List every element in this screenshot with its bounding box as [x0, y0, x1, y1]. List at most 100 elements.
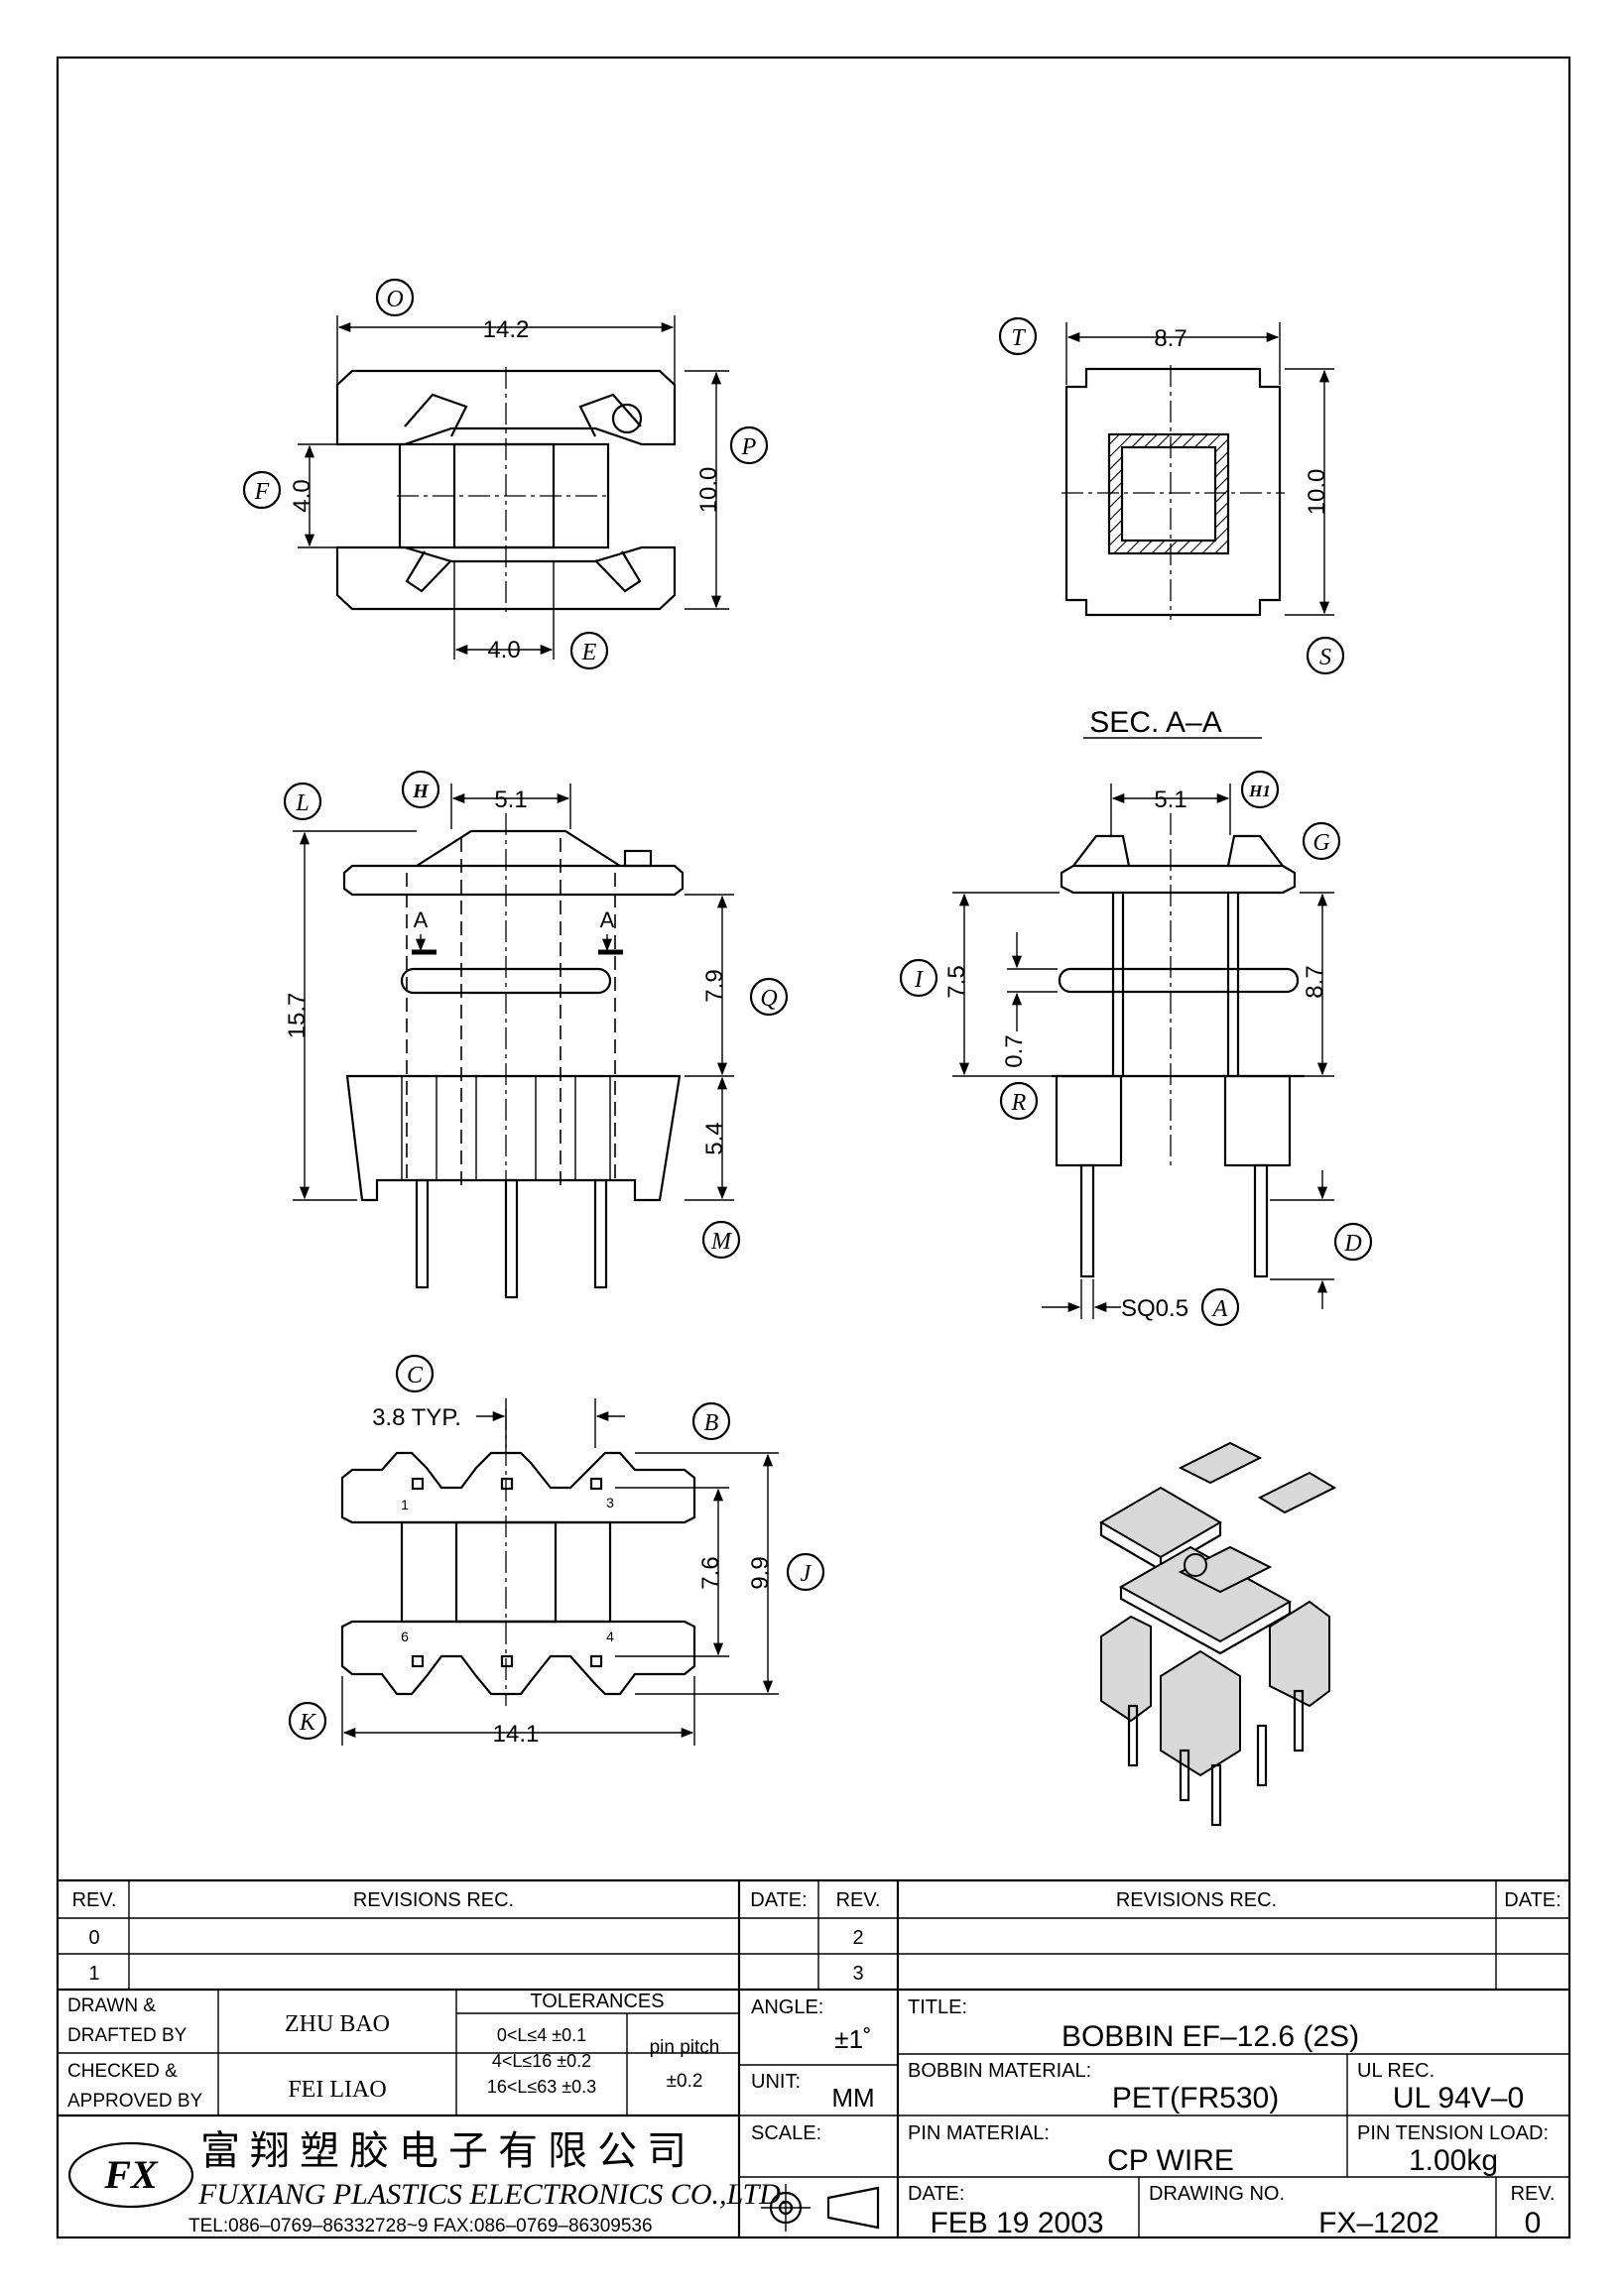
pin-number-4: 4: [606, 1629, 614, 1644]
front-view: A A 5.1 15.7 7.9 5.4 L H Q M: [283, 770, 789, 1299]
iso-base-center: [1160, 1649, 1241, 1777]
polarity-hole: [611, 403, 643, 434]
rev-label: REV.: [1511, 2183, 1556, 2205]
title-block: REV. REVISIONS REC. DATE: REV. REVISIONS…: [58, 1878, 1569, 2239]
pin-material-value: CP WIRE: [1107, 2144, 1234, 2177]
date-header-left: DATE:: [750, 1889, 807, 1911]
dim-pitch: 3.8 TYP.: [372, 1404, 461, 1431]
base-bottom-outline: [340, 1620, 696, 1696]
pin-center: [504, 1178, 519, 1299]
svg-text:J: J: [801, 1561, 812, 1587]
svg-text:C: C: [407, 1363, 424, 1389]
checked-label-2: APPROVED BY: [67, 2091, 203, 2112]
company-contact: TEL:086–0769–86332728~9 FAX:086–0769–863…: [188, 2216, 653, 2236]
section-view: 5.1 7.5 0.7 8.7 SQ0.5 H1 G I R D A: [899, 770, 1373, 1327]
section-pin-left: [1079, 1163, 1095, 1278]
rev-row-2: 2: [852, 1927, 863, 1949]
pin-pitch-value: ±0.2: [667, 2071, 703, 2092]
svg-text:Q: Q: [760, 986, 777, 1012]
unit-value: MM: [831, 2083, 874, 2113]
wing-top-left: [404, 393, 468, 437]
drawn-label-1: DRAWN &: [67, 1995, 156, 2016]
iso-top-tab: [1178, 1441, 1263, 1485]
section-middle-flange: [1058, 967, 1300, 994]
dim-lower: 5.4: [701, 1122, 728, 1154]
dim-left: 7.5: [943, 965, 970, 998]
section-top-flange: [1060, 864, 1297, 895]
dim-top: 5.1: [494, 786, 527, 813]
svg-text:R: R: [1011, 1090, 1027, 1116]
callout-C: [395, 1354, 435, 1393]
pin-pitch-label: pin pitch: [650, 2037, 720, 2058]
revisions-header-right: REVISIONS REC.: [1116, 1889, 1277, 1911]
tolerance-row-2: 4<L≤16 ±0.2: [492, 2051, 591, 2071]
pin-tension-value: 1.00kg: [1409, 2144, 1498, 2177]
pin-number-6: 6: [401, 1629, 409, 1644]
svg-text:A: A: [414, 907, 429, 932]
dim-width: 8.7: [1154, 325, 1187, 352]
square-outline: [1064, 367, 1282, 617]
svg-text:M: M: [710, 1229, 733, 1255]
svg-text:L: L: [295, 790, 309, 816]
svg-text:A: A: [1211, 1296, 1228, 1322]
callout-B: [691, 1401, 731, 1441]
top-chimney: [416, 829, 621, 867]
wing-bottom-left: [405, 550, 452, 593]
title-label: TITLE:: [908, 1996, 967, 2018]
svg-text:G: G: [1312, 830, 1329, 856]
sheet-border: [56, 56, 1571, 2239]
pin-number-1: 1: [401, 1497, 409, 1512]
callout-F: [242, 470, 282, 510]
svg-text:FX: FX: [103, 2152, 159, 2197]
rev-value: 0: [1525, 2207, 1542, 2239]
dim-pin: SQ0.5: [1121, 1295, 1188, 1322]
projection-symbol-cone: [826, 2186, 880, 2230]
tolerance-row-1: 0<L≤4 ±0.1: [497, 2025, 586, 2045]
company-name-en: FUXIANG PLASTICS ELECTRONICS CO.,LTD.: [197, 2178, 788, 2211]
top-flange: [342, 864, 685, 897]
svg-text:P: P: [741, 434, 757, 460]
isometric-view: [1099, 1441, 1337, 1827]
callout-J: [786, 1552, 825, 1592]
iso-base-left: [1100, 1615, 1152, 1723]
angle-label: ANGLE:: [751, 1996, 823, 2018]
callout-L: [283, 782, 322, 821]
tolerance-row-3: 16<L≤63 ±0.3: [487, 2077, 596, 2097]
dim-middle: 7.9: [701, 969, 728, 1002]
svg-text:H: H: [412, 781, 430, 802]
svg-text:A: A: [600, 907, 615, 932]
checked-by: FEI LIAO: [288, 2077, 386, 2103]
callout-P: [729, 425, 769, 465]
square-view: 8.7 10.0 T S: [998, 316, 1345, 675]
callout-H: [401, 770, 440, 809]
callout-S: [1306, 636, 1345, 675]
wing-top-right: [578, 393, 642, 437]
base-view: 1 3 6 4 3.8 TYP. 7.6 9.9 14.1 C B J K: [288, 1354, 825, 1748]
angle-value: ±1˚: [834, 2024, 871, 2054]
callout-I: [899, 958, 938, 998]
svg-text:K: K: [299, 1710, 317, 1736]
rev-row-0: 0: [88, 1927, 99, 1949]
callout-M: [701, 1220, 741, 1260]
svg-text:T: T: [1011, 325, 1026, 351]
pin-material-label: PIN MATERIAL:: [908, 2122, 1050, 2144]
dim-width: 14.1: [493, 1721, 540, 1748]
dim-outer: 9.9: [747, 1556, 774, 1589]
pin-right: [593, 1178, 608, 1289]
tolerances-title: TOLERANCES: [530, 1991, 664, 2012]
dim-height: 10.0: [695, 467, 722, 514]
left-post-top: [1072, 834, 1131, 867]
callout-R: [999, 1081, 1039, 1121]
date-header-right: DATE:: [1504, 1889, 1561, 1911]
base-top-outline: [340, 1451, 696, 1524]
checked-label-1: CHECKED &: [67, 2061, 178, 2082]
wing-bottom-right: [594, 550, 642, 593]
section-pin-right: [1253, 1163, 1269, 1278]
drawn-by: ZHU BAO: [285, 2011, 390, 2037]
base: [345, 1074, 682, 1202]
company-logo: FX: [67, 2141, 194, 2209]
section-title: SEC. A–A: [1089, 706, 1221, 739]
svg-text:O: O: [386, 287, 403, 312]
iso-base-right: [1269, 1600, 1330, 1708]
